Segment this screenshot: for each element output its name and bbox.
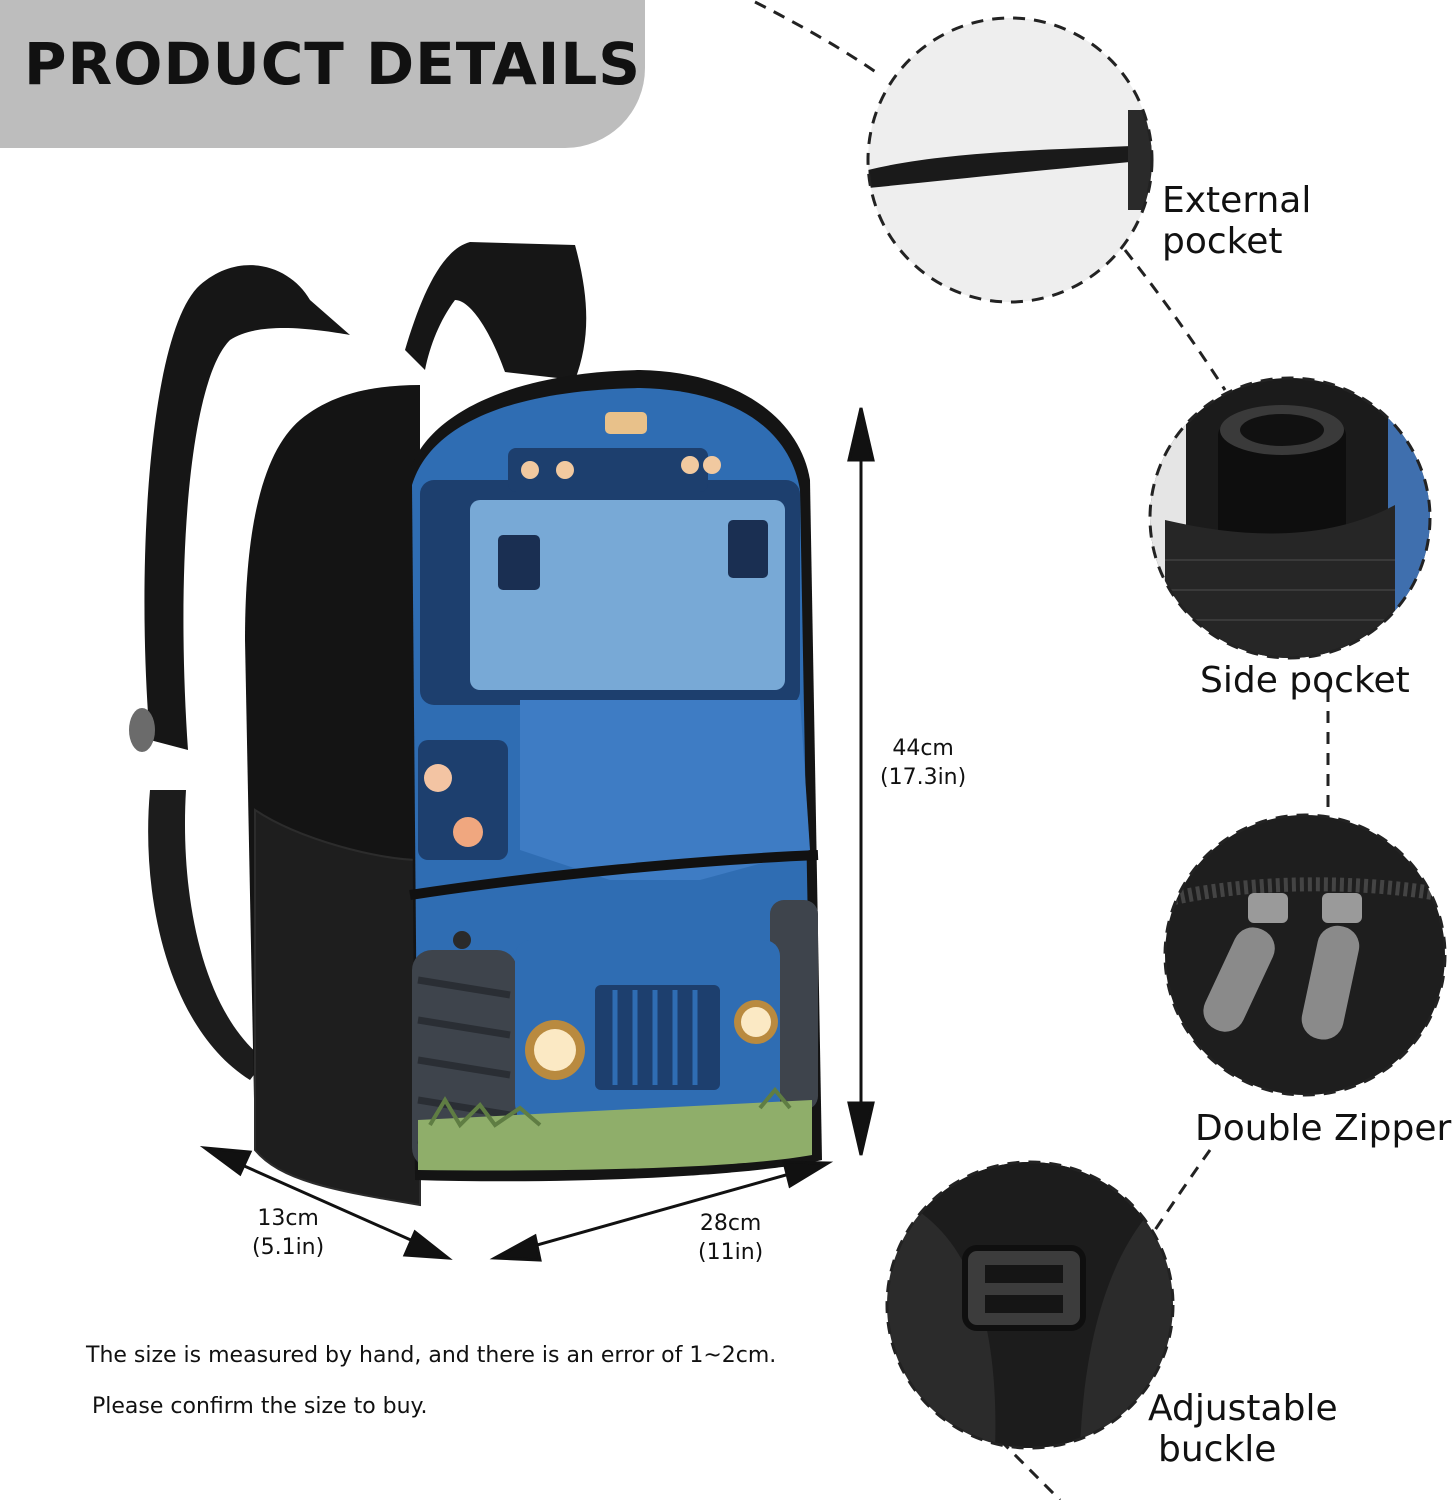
height-cm: 44cm: [892, 736, 954, 761]
strap-buckle: [129, 708, 155, 752]
width-in: (11in): [698, 1239, 764, 1265]
height-dimension: 44cm (17.3in): [880, 735, 966, 792]
width-dimension: 28cm (11in): [698, 1210, 763, 1267]
depth-in: (5.1in): [252, 1234, 325, 1260]
size-note: The size is measured by hand, and there …: [86, 1343, 777, 1368]
truck-mirror-left: [498, 535, 540, 590]
page-title: PRODUCT DETAILS: [24, 30, 642, 98]
width-cm: 28cm: [699, 1211, 762, 1236]
truck-hood: [520, 700, 810, 880]
feature-label-external-pocket: External pocket: [1162, 180, 1312, 263]
feature-label-adjustable-buckle: Adjustable buckle: [1148, 1388, 1338, 1471]
depth-arrow: [214, 1151, 441, 1255]
shoulder-strap-right: [405, 242, 587, 380]
feature-label-side-pocket: Side pocket: [1200, 660, 1410, 701]
grass: [418, 1100, 812, 1171]
feature-label-double-zipper: Double Zipper: [1195, 1108, 1452, 1149]
truck-windshield: [470, 500, 785, 690]
header-banner: PRODUCT DETAILS: [0, 0, 645, 148]
truck-tire-right: [770, 900, 818, 1110]
shoulder-strap-left: [144, 265, 350, 750]
truck-roof-bar: [508, 448, 708, 492]
external-pocket-detail: [868, 18, 1152, 302]
front-pocket-zipper: [409, 850, 819, 900]
depth-cm: 13cm: [257, 1206, 319, 1231]
strap-lower: [148, 790, 265, 1080]
adjustable-buckle-detail: [887, 1162, 1173, 1448]
depth-dimension: 13cm (5.1in): [252, 1205, 324, 1262]
truck-mirror-right: [728, 520, 768, 578]
confirm-note: Please confirm the size to buy.: [92, 1394, 428, 1419]
height-in: (17.3in): [880, 764, 967, 790]
double-zipper-detail: [1165, 815, 1445, 1095]
width-arrow: [504, 1164, 819, 1256]
side-mesh-pocket: [254, 808, 421, 1207]
